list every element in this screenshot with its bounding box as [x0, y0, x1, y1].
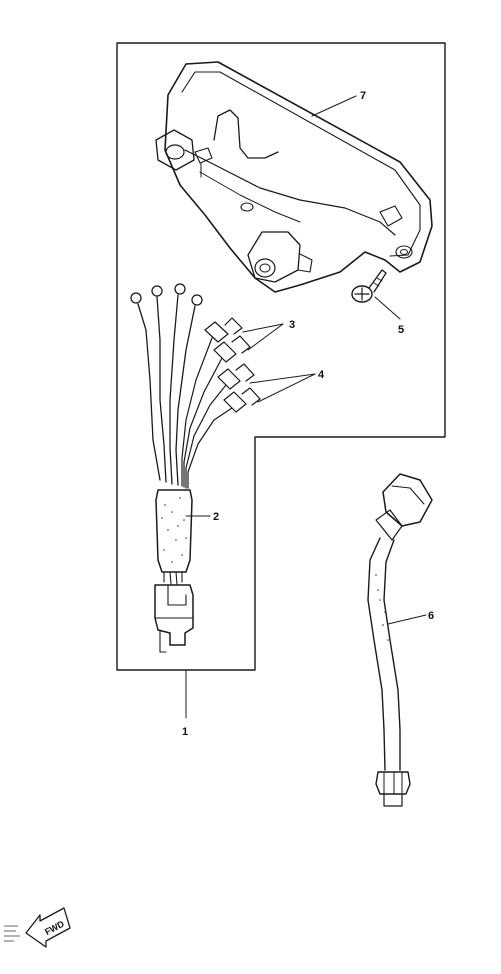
meter-housing — [155, 61, 433, 293]
assembly-boundary — [116, 42, 446, 671]
fwd-label: FWD — [43, 918, 66, 937]
callout-7: 7 — [360, 90, 366, 102]
harness-plug — [154, 584, 194, 653]
bullet-connectors-3 — [204, 317, 251, 363]
callout-5: 5 — [398, 324, 404, 336]
callout-2: 2 — [213, 511, 219, 523]
callout-3: 3 — [289, 319, 295, 331]
sensor-lead — [367, 473, 433, 807]
fwd-arrow: FWD — [4, 907, 71, 948]
callout-4: 4 — [318, 369, 325, 381]
callout-6: 6 — [428, 610, 434, 622]
screw — [351, 269, 387, 303]
harness-sleeve — [155, 489, 193, 585]
leader-lines — [185, 95, 427, 719]
wire-harness — [130, 283, 261, 489]
callout-1: 1 — [182, 726, 188, 738]
bullet-connectors-4 — [217, 363, 261, 413]
